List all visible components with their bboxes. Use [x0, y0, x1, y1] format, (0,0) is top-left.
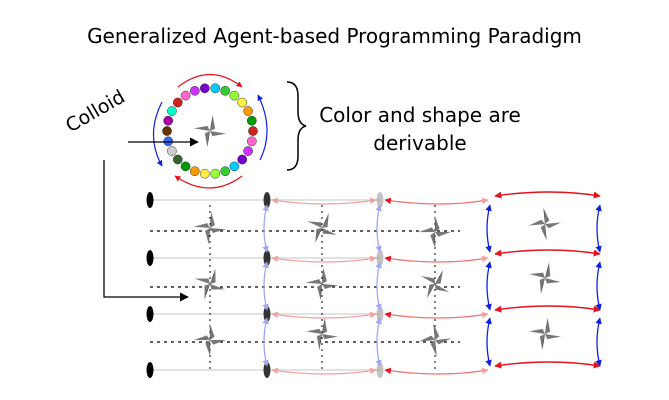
- lattice-node: [146, 250, 154, 266]
- blue-link-arrow: [485, 317, 492, 367]
- diagram-title: Generalized Agent-based Programming Para…: [87, 24, 582, 48]
- colloid-bead: [243, 146, 253, 156]
- blue-link-arrow: [595, 204, 602, 253]
- pinwheel-agent-icon: [417, 322, 453, 358]
- red-link-arrow: [384, 197, 489, 205]
- colloid-bead: [229, 90, 240, 101]
- curly-brace-icon: [286, 81, 307, 171]
- grid-pointer-arrow: [103, 160, 189, 302]
- colloid-bead: [237, 154, 248, 165]
- blue-link-arrow: [595, 261, 602, 311]
- blue-link-arrow: [375, 204, 382, 253]
- colloid-right-blue-arc: [257, 94, 268, 161]
- pinwheel-agent-icon: [523, 256, 567, 300]
- pinwheel-agent-icon: [188, 262, 232, 306]
- colloid-bead: [180, 90, 191, 101]
- red-link-arrow: [494, 361, 601, 369]
- derivable-note: Color and shape are derivable: [300, 101, 540, 157]
- colloid-bead: [220, 85, 231, 96]
- faint-red-link-arrow: [271, 197, 377, 205]
- colloid-top-red-arc: [177, 74, 243, 88]
- blue-link-arrow: [262, 317, 269, 367]
- colloid-bead: [189, 85, 200, 96]
- colloid-bead: [172, 154, 183, 165]
- colloid-bead: [162, 126, 172, 136]
- colloid-bead: [237, 97, 248, 108]
- red-link-arrow: [384, 367, 489, 375]
- red-link-arrow: [384, 311, 489, 319]
- colloid-bead: [172, 97, 183, 108]
- colloid-bead: [243, 106, 253, 116]
- blue-link-arrow: [262, 204, 269, 253]
- colloid-ring: [162, 83, 258, 179]
- colloid-bead: [163, 136, 174, 147]
- colloid-bead: [167, 146, 177, 156]
- colloid-center-agent-icon: [189, 110, 231, 152]
- pinwheel-agent-icon: [416, 213, 454, 251]
- lattice-node: [376, 192, 384, 208]
- blue-link-arrow: [595, 317, 602, 367]
- pinwheel-agent-icon: [527, 206, 563, 242]
- lattice-node: [146, 362, 154, 378]
- colloid-bead: [199, 83, 210, 94]
- lattice-node: [146, 306, 154, 322]
- blue-link-arrow: [375, 261, 382, 311]
- red-link-arrow: [494, 249, 601, 257]
- blue-link-arrow: [375, 317, 382, 367]
- colloid-bottom-red-arc: [174, 175, 243, 189]
- lattice-node: [263, 192, 271, 208]
- colloid-bead: [229, 161, 240, 172]
- faint-red-link-arrow: [271, 367, 377, 375]
- colloid-bead: [246, 115, 257, 126]
- colloid-bead: [189, 166, 200, 177]
- colloid-bead: [199, 168, 210, 179]
- colloid-bead: [163, 115, 174, 126]
- blue-link-arrow: [485, 261, 492, 311]
- colloid-bead: [167, 106, 177, 116]
- lattice-grid: [146, 191, 602, 378]
- note-line-2: derivable: [373, 131, 467, 155]
- red-link-arrow: [384, 255, 489, 263]
- colloid-bead: [210, 83, 221, 94]
- pinwheel-agent-icon: [412, 261, 458, 307]
- colloid-bead: [220, 166, 231, 177]
- lattice-node: [146, 192, 154, 208]
- colloid-bead: [246, 136, 257, 147]
- faint-red-link-arrow: [271, 311, 377, 319]
- red-link-arrow: [494, 305, 601, 313]
- red-link-arrow: [494, 191, 601, 199]
- blue-link-arrow: [262, 261, 269, 311]
- colloid-bead: [248, 126, 258, 136]
- pinwheel-agent-icon: [191, 321, 229, 359]
- pinwheel-agent-icon: [524, 313, 566, 355]
- colloid-bead: [210, 168, 221, 179]
- faint-red-link-arrow: [271, 255, 377, 263]
- colloid-left-blue-arc: [153, 101, 163, 167]
- colloid-bead: [180, 161, 191, 172]
- pinwheel-agent-icon: [302, 264, 342, 304]
- blue-link-arrow: [485, 204, 492, 253]
- note-line-1: Color and shape are: [319, 103, 521, 127]
